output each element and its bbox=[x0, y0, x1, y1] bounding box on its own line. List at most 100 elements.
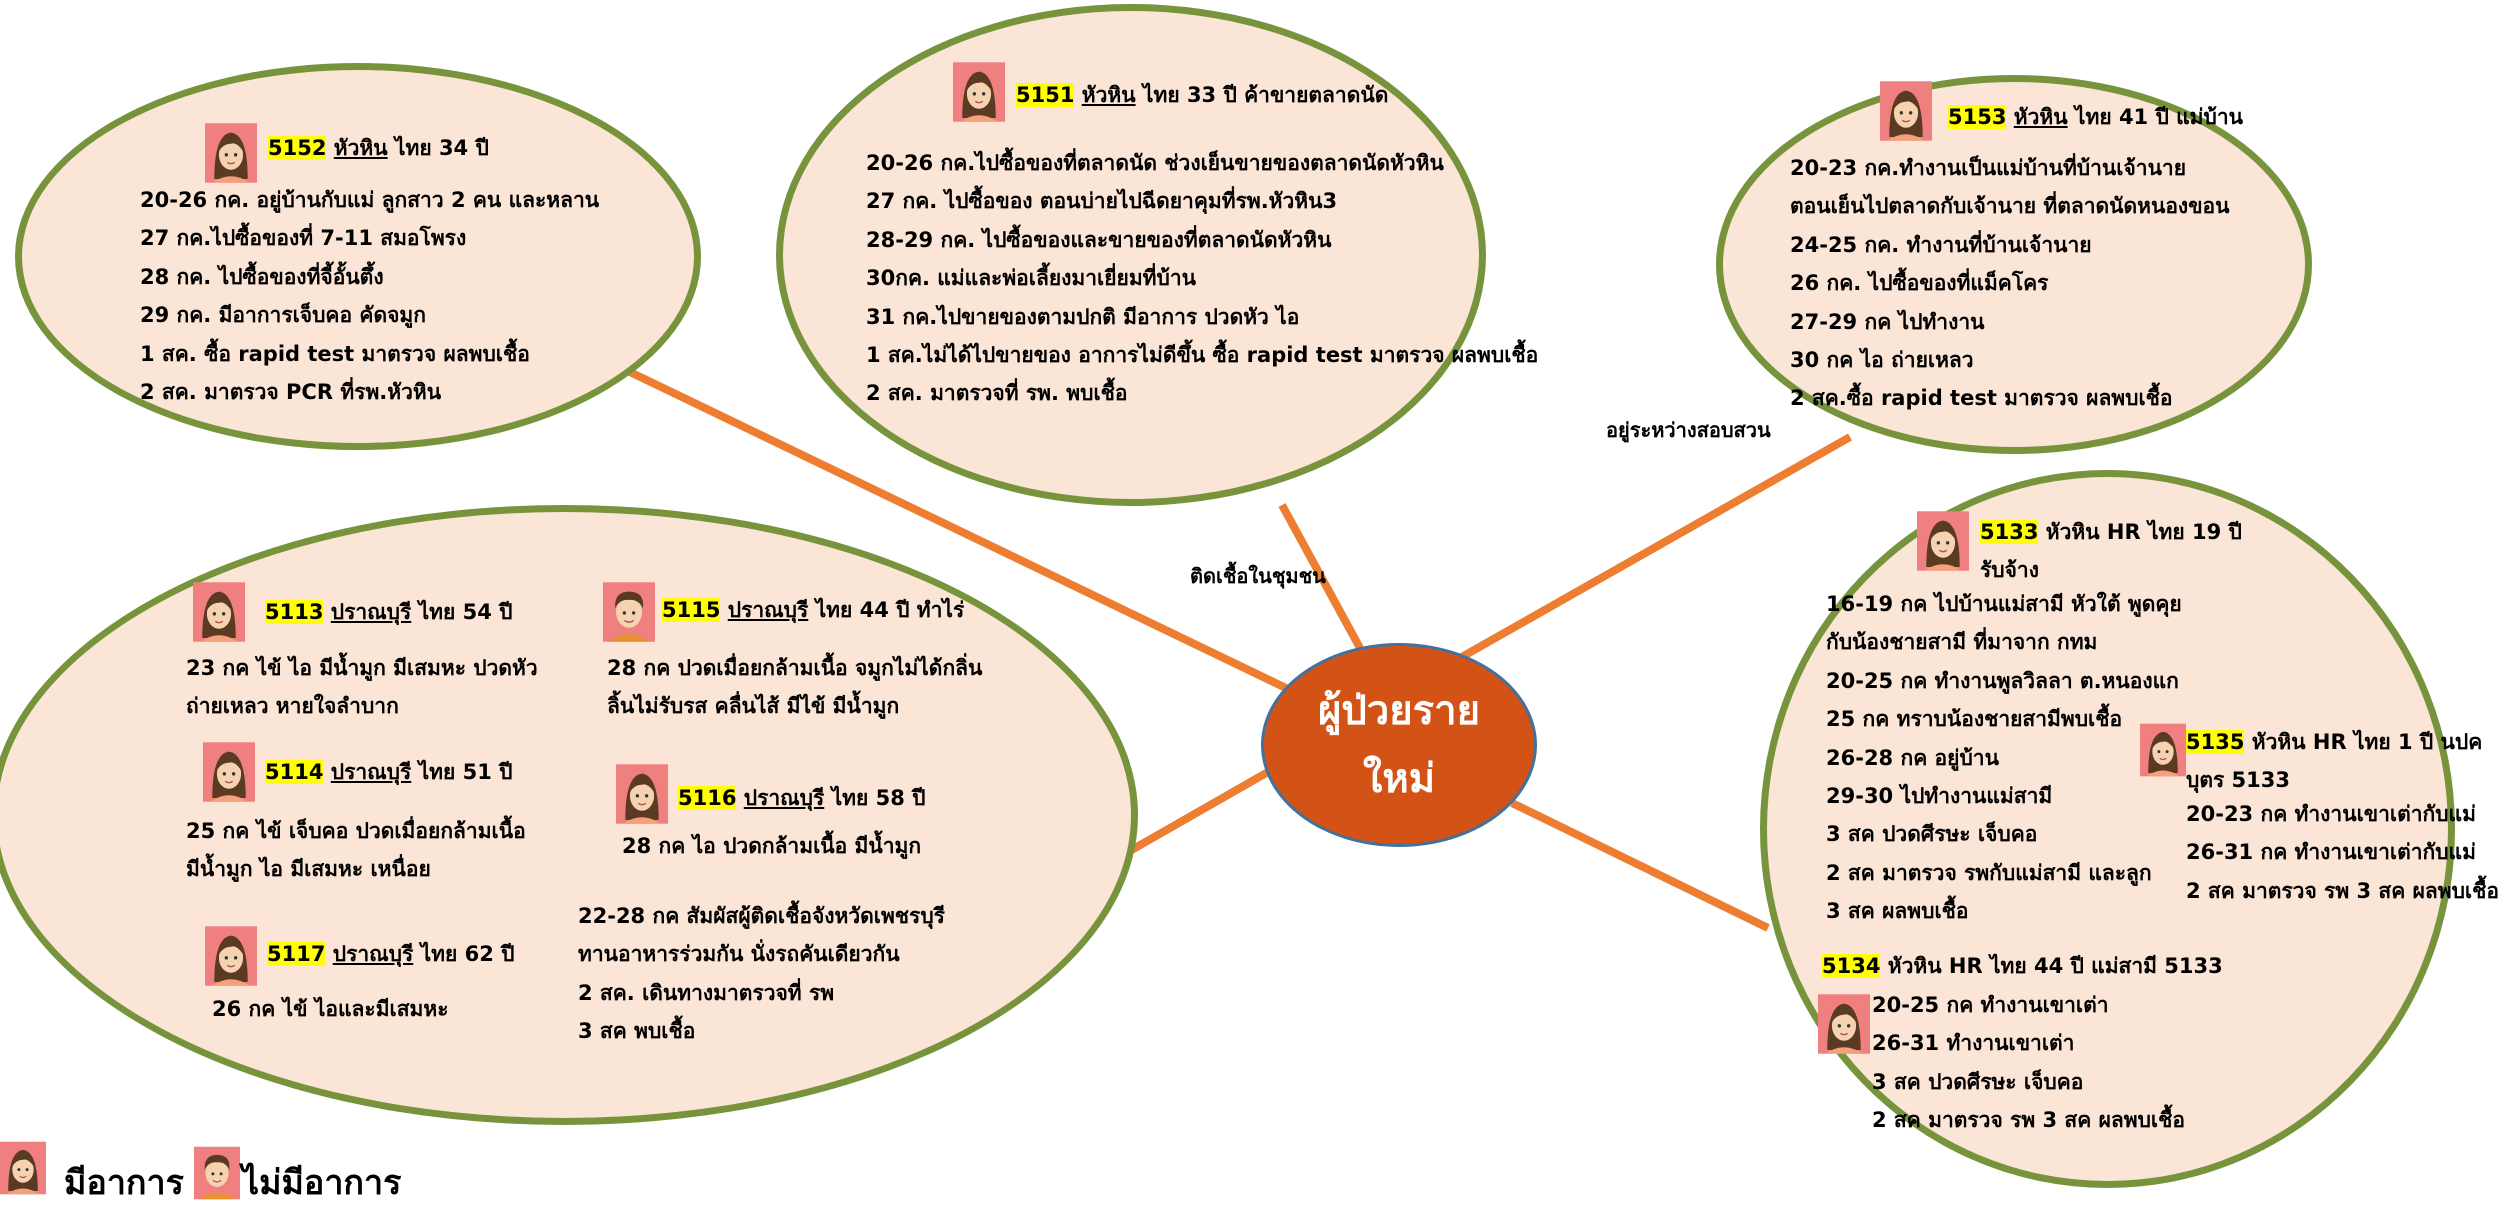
bubble-pranburi bbox=[0, 505, 1138, 1125]
timeline-line: 26 กค ไข้ ไอและมีเสมหะ bbox=[212, 997, 449, 1021]
legend-symptomatic: มีอาการ bbox=[64, 1163, 184, 1203]
timeline-line: 28 กค ปวดเมื่อยกล้ามเนื้อ จมูกไม่ได้กลิ่… bbox=[607, 656, 983, 680]
connector-5151 bbox=[1278, 503, 1364, 650]
woman-avatar-icon bbox=[203, 740, 255, 804]
man-avatar-icon bbox=[603, 580, 655, 644]
woman-avatar-icon bbox=[1818, 992, 1870, 1056]
timeline-5114: 25 กค ไข้ เจ็บคอ ปวดเมื่อยกล้ามเนื้อ มีน… bbox=[186, 812, 526, 889]
timeline-line: 29 กค. มีอาการเจ็บคอ คัดจมูก bbox=[140, 303, 426, 328]
timeline-line: 20-23 กค ทำงานเขาเต่ากับแม่ bbox=[2186, 802, 2476, 826]
timeline-line: 27 กค. ไปซื้อของ ตอนบ่ายไปฉีดยาคุมที่รพ.… bbox=[866, 189, 1338, 214]
woman-avatar-icon bbox=[2140, 722, 2186, 778]
center-title-line2: ใหม่ bbox=[1362, 756, 1436, 802]
note-line: 22-28 กค สัมผัสผู้ติดเชื้อจังหวัดเพชรบุร… bbox=[578, 904, 945, 928]
timeline-line: 3 สค ปวดศีรษะ เจ็บคอ bbox=[1826, 822, 2038, 847]
case-place: หัวหิน bbox=[333, 136, 388, 160]
case-info: หัวหิน HR ไทย 1 ปี นปค bbox=[2244, 730, 2483, 754]
woman-avatar-icon bbox=[0, 1140, 46, 1196]
timeline-line: 30 กค ไอ ถ่ายเหลว bbox=[1790, 348, 1974, 373]
timeline-line: 1 สค.ไม่ได้ไปขายของ อาการไม่ดีขึ้น ซื้อ … bbox=[866, 343, 1539, 368]
case-header-5115: 5115 ปราณบุรี ไทย 44 ปี ทำไร่ bbox=[662, 591, 964, 629]
timeline-line: 2 สค มาตรวจ รพ 3 สค ผลพบเชื้อ bbox=[1872, 1108, 2185, 1133]
case-info: ไทย 58 ปี bbox=[824, 786, 926, 810]
connector-lines bbox=[628, 368, 1852, 932]
timeline-line: 20-26 กค.ไปซื้อของที่ตลาดนัด ช่วงเย็นขาย… bbox=[866, 151, 1444, 175]
woman-avatar-icon bbox=[616, 762, 668, 826]
case-header-5151: 5151 หัวหิน ไทย 33 ปี ค้าขายตลาดนัด bbox=[1016, 76, 1388, 114]
timeline-5151: 20-26 กค.ไปซื้อของที่ตลาดนัด ช่วงเย็นขาย… bbox=[866, 144, 1538, 413]
case-id: 5153 bbox=[1948, 105, 2007, 129]
timeline-5133: 16-19 กค ไปบ้านแม่สามี หัวใต้ พูดคุย กับ… bbox=[1826, 585, 2182, 931]
timeline-line: 20-25 กค ทำงานเขาเต่า bbox=[1872, 993, 2109, 1017]
timeline-5115: 28 กค ปวดเมื่อยกล้ามเนื้อ จมูกไม่ได้กลิ่… bbox=[607, 649, 982, 726]
woman-avatar-icon bbox=[193, 580, 245, 644]
case-info: หัวหิน HR ไทย 44 ปี แม่สามี 5133 bbox=[1880, 954, 2223, 978]
bubble-5153 bbox=[1716, 75, 2312, 454]
case-header-5134: 5134 หัวหิน HR ไทย 44 ปี แม่สามี 5133 bbox=[1822, 947, 2223, 985]
timeline-line: 28 กค. ไปซื้อของที่จี้อั้นตึ้ง bbox=[140, 264, 384, 289]
case-place: ปราณบุรี bbox=[330, 760, 412, 784]
timeline-line: 3 สค ปวดศีรษะ เจ็บคอ bbox=[1872, 1069, 2084, 1094]
timeline-line: 20-23 กค.ทำงานเป็นแม่บ้านที่บ้านเจ้านาย bbox=[1790, 156, 2187, 180]
woman-avatar-icon bbox=[205, 924, 257, 988]
timeline-line: 26 กค. ไปซื้อของที่แม็คโคร bbox=[1790, 271, 2049, 296]
timeline-line: 2 สค. มาตรวจที่ รพ. พบเชื้อ bbox=[866, 381, 1128, 406]
case-id: 5113 bbox=[265, 600, 324, 624]
case-place: หัวหิน bbox=[1081, 83, 1136, 107]
timeline-line: 20-25 กค ทำงานพูลวิลลา ต.หนองแก bbox=[1826, 668, 2179, 693]
case-relation: บุตร 5133 bbox=[2186, 768, 2291, 792]
bubble-5152 bbox=[15, 63, 701, 450]
timeline-5117: 26 กค ไข้ ไอและมีเสมหะ bbox=[212, 990, 449, 1028]
case-info: ไทย 33 ปี ค้าขายตลาดนัด bbox=[1135, 83, 1389, 107]
case-id: 5114 bbox=[265, 760, 324, 784]
timeline-line: 26-28 กค อยู่บ้าน bbox=[1826, 745, 1999, 770]
bubble-5151 bbox=[776, 4, 1486, 506]
timeline-5134: 20-25 กค ทำงานเขาเต่า 26-31 ทำงานเขาเต่า… bbox=[1872, 986, 2185, 1140]
case-header-5117: 5117 ปราณบุรี ไทย 62 ปี bbox=[267, 935, 514, 973]
connector-pranburi bbox=[1126, 768, 1270, 856]
timeline-line: กับน้องชายสามี ที่มาจาก กทม bbox=[1826, 630, 2098, 655]
timeline-line: 29-30 ไปทำงานแม่สามี bbox=[1826, 784, 2053, 809]
timeline-5153: 20-23 กค.ทำงานเป็นแม่บ้านที่บ้านเจ้านาย … bbox=[1790, 149, 2230, 418]
case-header-5153: 5153 หัวหิน ไทย 41 ปี แม่บ้าน bbox=[1948, 98, 2243, 136]
timeline-line: 24-25 กค. ทำงานที่บ้านเจ้านาย bbox=[1790, 232, 2092, 257]
case-id: 5116 bbox=[678, 786, 737, 810]
timeline-line: 25 กค ทราบน้องชายสามีพบเชื้อ bbox=[1826, 707, 2123, 732]
note-line: 3 สค พบเชื้อ bbox=[578, 1019, 696, 1044]
timeline-line: 23 กค ไข้ ไอ มีน้ำมูก มีเสมหะ ปวดหัว bbox=[186, 656, 538, 680]
note-line: ทานอาหารร่วมกัน นั่งรถคันเดียวกัน bbox=[578, 942, 900, 967]
woman-avatar-icon bbox=[1880, 79, 1932, 143]
case-header-5135: 5135 หัวหิน HR ไทย 1 ปี นปค บุตร 5133 bbox=[2186, 723, 2482, 799]
case-info: หัวหิน HR ไทย 19 ปี bbox=[2038, 520, 2242, 544]
case-info: ไทย 51 ปี bbox=[411, 760, 513, 784]
case-id: 5134 bbox=[1822, 954, 1881, 978]
case-place: หัวหิน bbox=[2013, 105, 2068, 129]
case-place: ปราณบุรี bbox=[332, 942, 414, 966]
case-place: ปราณบุรี bbox=[743, 786, 825, 810]
timeline-5135: 20-23 กค ทำงานเขาเต่ากับแม่ 26-31 กค ทำง… bbox=[2186, 795, 2499, 910]
case-header-5113: 5113 ปราณบุรี ไทย 54 ปี bbox=[265, 593, 512, 631]
connector-huahin-hr bbox=[1510, 799, 1770, 932]
legend-asymptomatic: ไม่มีอาการ bbox=[242, 1163, 402, 1203]
connector-5152 bbox=[628, 368, 1292, 694]
case-occupation: รับจ้าง bbox=[1980, 558, 2039, 582]
timeline-line: 26-31 กค ทำงานเขาเต่ากับแม่ bbox=[2186, 840, 2476, 865]
timeline-line: 28-29 กค. ไปซื้อของและขายของที่ตลาดนัดหั… bbox=[866, 227, 1332, 252]
timeline-line: 1 สค. ซื้อ rapid test มาตรวจ ผลพบเชื้อ bbox=[140, 341, 530, 366]
timeline-line: ตอนเย็นไปตลาดกับเจ้านาย ที่ตลาดนัดหนองขอ… bbox=[1790, 194, 2230, 219]
timeline-line: 27 กค.ไปซื้อของที่ 7-11 สมอโพรง bbox=[140, 226, 467, 251]
case-header-5152: 5152 หัวหิน ไทย 34 ปี bbox=[268, 129, 489, 167]
woman-avatar-icon bbox=[1917, 509, 1969, 573]
case-id: 5135 bbox=[2186, 730, 2245, 754]
timeline-5152: 20-26 กค. อยู่บ้านกับแม่ ลูกสาว 2 คน และ… bbox=[140, 181, 599, 411]
timeline-line: ถ่ายเหลว หายใจลำบาก bbox=[186, 694, 399, 719]
case-info: ไทย 41 ปี แม่บ้าน bbox=[2067, 105, 2243, 129]
timeline-line: 2 สค. มาตรวจ PCR ที่รพ.หัวหิน bbox=[140, 380, 442, 405]
case-id: 5117 bbox=[267, 942, 326, 966]
center-title-line1: ผู้ป่วยราย bbox=[1317, 688, 1481, 734]
timeline-line: 3 สค ผลพบเชื้อ bbox=[1826, 899, 1969, 924]
timeline-line: 27-29 กค ไปทำงาน bbox=[1790, 309, 1985, 334]
case-place: ปราณบุรี bbox=[727, 598, 809, 622]
case-info: ไทย 62 ปี bbox=[413, 942, 515, 966]
label-community-infection: ติดเชื้อในชุมชน bbox=[1190, 564, 1326, 588]
